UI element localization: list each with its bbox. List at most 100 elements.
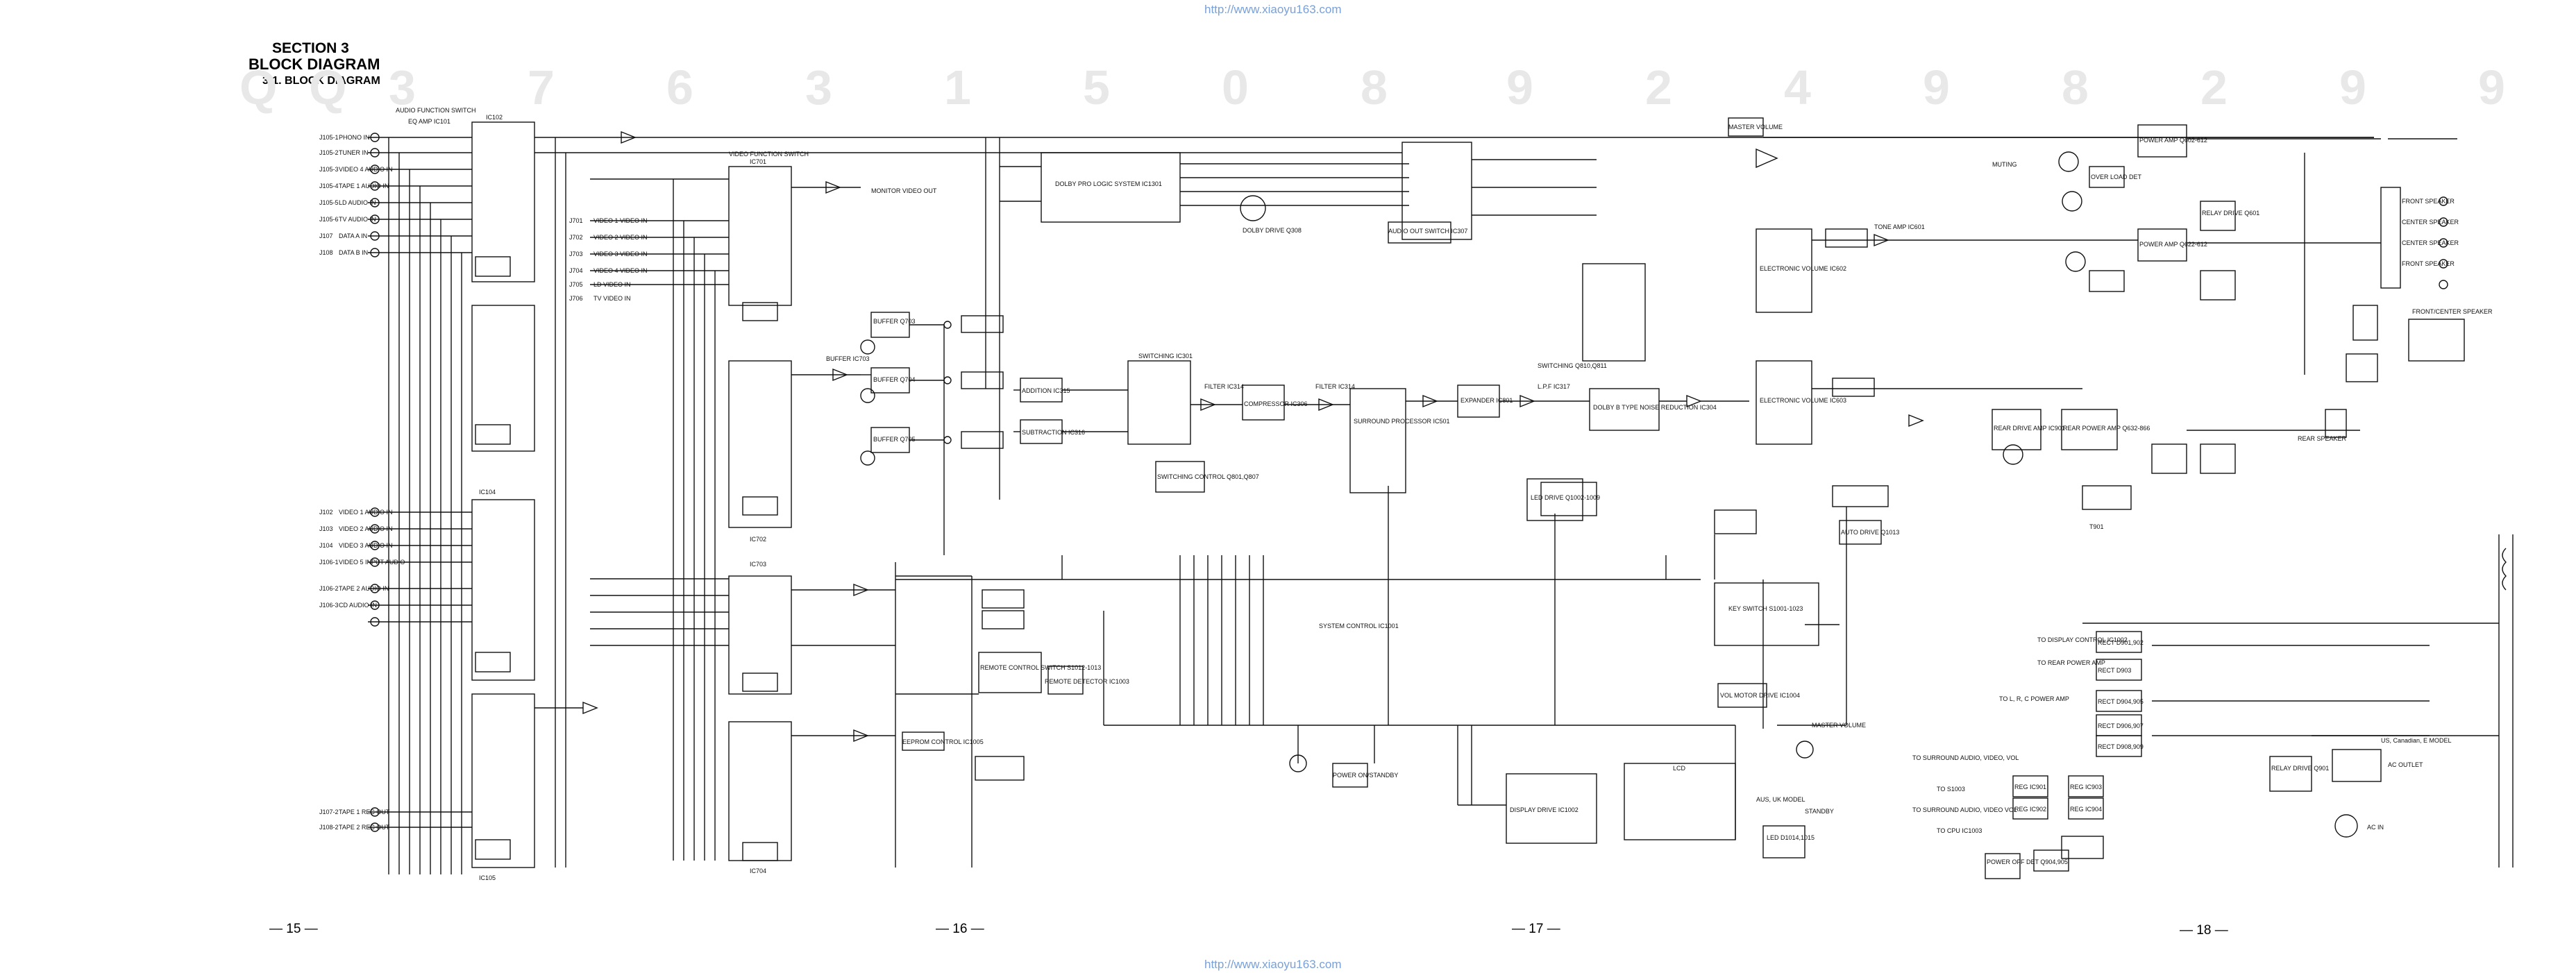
page-subtitle: 3-1. BLOCK DIAGRAM (262, 75, 380, 87)
transformer-label: T901 (2089, 523, 2104, 530)
page-number-18: — 18 — (2180, 923, 2228, 938)
vol-motor-label: VOL MOTOR DRIVE IC1004 (1720, 692, 1800, 699)
power-amp-b-label: POWER AMP Q622-612 (2139, 241, 2207, 248)
ic104-label: IC104 (479, 489, 496, 496)
power-standby-label: POWER ON/STANDBY (1333, 772, 1398, 779)
ic702-label: IC702 (750, 536, 766, 543)
ic701-label: IC701 (750, 158, 766, 165)
speaker-label: FRONT SPEAKER (2402, 260, 2455, 267)
video-jack-label: J705 (569, 281, 583, 288)
input-jacks (370, 133, 380, 832)
control-blocks (902, 582, 1819, 858)
lpf-label: L.P.F IC317 (1538, 383, 1570, 390)
watermark-digit: 2 (2200, 60, 2228, 115)
muting-label: MUTING (1992, 161, 2017, 168)
input-label: J105-6 (319, 216, 339, 223)
video-tag: LD VIDEO IN (594, 281, 631, 288)
dolby-drive-label: DOLBY DRIVE Q308 (1243, 227, 1302, 234)
electronic-volume-a-label: ELECTRONIC VOLUME IC602 (1760, 265, 1846, 272)
video-switch-label: VIDEO FUNCTION SWITCH (729, 151, 809, 158)
watermark-digit: 5 (1083, 60, 1110, 115)
buffer-label: BUFFER IC703 (826, 355, 870, 362)
power-note: TO SURROUND AUDIO, VIDEO VOL (1912, 806, 2017, 813)
page-number-16: — 16 — (936, 922, 984, 936)
watermark-digit: 3 (389, 60, 416, 115)
input-label: J105-2 (319, 149, 339, 156)
lower-input-tag: VIDEO 2 AUDIO IN (339, 525, 393, 532)
power-note: TO S1003 (1937, 786, 1965, 793)
input-label: J105-4 (319, 183, 339, 189)
master-volume-label: MASTER VOLUME (1728, 124, 1783, 130)
lower-input-label: J103 (319, 525, 333, 532)
input-label: J105-1 (319, 134, 339, 141)
watermark-digit: 1 (944, 60, 971, 115)
speaker-label: FRONT/CENTER SPEAKER (2412, 308, 2493, 315)
ic703-label: IC703 (750, 561, 766, 568)
header-url-bottom[interactable]: http://www.xiaoyu163.com (1204, 958, 1342, 971)
dolby-nr-label: DOLBY B TYPE NOISE REDUCTION IC304 (1593, 404, 1717, 411)
led-label: LED D1014,1015 (1767, 834, 1815, 841)
video-tag: VIDEO 3 VIDEO IN (594, 251, 648, 257)
lower-input-tag: TAPE 1 REC OUT (339, 809, 390, 815)
eeprom-label: EEPROM CONTROL IC1005 (902, 738, 984, 745)
electronic-volume-b-label: ELECTRONIC VOLUME IC603 (1760, 397, 1846, 404)
video-jack-label: J706 (569, 295, 583, 302)
rect-label: RECT D901,902 (2098, 639, 2144, 646)
watermark-digit: 3 (805, 60, 832, 115)
lower-input-tag: VIDEO 1 AUDIO IN (339, 509, 393, 516)
audio-out-switch (1388, 142, 1597, 244)
overload-label: OVER LOAD DET (2091, 174, 2142, 180)
input-label: J107 (319, 232, 333, 239)
rect-label: RECT D908,909 (2098, 743, 2144, 750)
input-tag: DATA A IN (339, 232, 367, 239)
switching-label: SWITCHING IC301 (1138, 353, 1193, 359)
power-note: TO DISPLAY CONTROL IC1002 (2037, 636, 2128, 643)
lower-input-label: J108-2 (319, 824, 339, 831)
input-label: J105-3 (319, 166, 339, 173)
input-tag: VIDEO 4 AUDIO IN (339, 166, 393, 173)
lcd-label: LCD (1673, 765, 1686, 772)
reg-label: REG IC901 (2014, 784, 2046, 790)
power-amp-a-label: POWER AMP Q602-612 (2139, 137, 2207, 144)
page-number-15: — 15 — (269, 922, 318, 936)
input-tag: TAPE 1 AUDIO IN (339, 183, 389, 189)
input-label: J105-5 (319, 199, 339, 206)
lower-input-tag: TAPE 2 REC OUT (339, 824, 390, 831)
video-tag: VIDEO 4 VIDEO IN (594, 267, 648, 274)
input-tag: DATA B IN (339, 249, 368, 256)
audio-function-switch-label: AUDIO FUNCTION SWITCH (396, 107, 476, 114)
reg-label: REG IC903 (2070, 784, 2102, 790)
power-note: TO SURROUND AUDIO, VIDEO, VOL (1912, 754, 2019, 761)
watermark-digit: 8 (2062, 60, 2089, 115)
lower-input-tag: VIDEO 5 INPUT AUDIO (339, 559, 405, 566)
remote-detector-label: REMOTE DETECTOR IC1003 (1045, 678, 1129, 685)
display-drive-label: DISPLAY DRIVE IC1002 (1510, 806, 1579, 813)
reg-label: REG IC902 (2014, 806, 2046, 813)
system-control-label: SYSTEM CONTROL IC1001 (1319, 623, 1399, 629)
tone-amp-label: TONE AMP IC601 (1874, 223, 1925, 230)
video-tag: VIDEO 2 VIDEO IN (594, 234, 648, 241)
input-tag: TV AUDIO IN (339, 216, 376, 223)
watermark-digit: 9 (1506, 60, 1533, 115)
ic105-label: IC105 (479, 874, 496, 881)
lower-input-tag: CD AUDIO IN (339, 602, 377, 609)
auto-drive-label: AUTO DRIVE Q1013 (1841, 529, 1899, 536)
filter1-label: FILTER IC314 (1204, 383, 1244, 390)
header-url-top[interactable]: http://www.xiaoyu163.com (1204, 3, 1342, 16)
reg-label: REG IC904 (2070, 806, 2102, 813)
video-jack-label: J704 (569, 267, 583, 274)
buffer-stages (860, 312, 1004, 466)
standby-label: STANDBY (1805, 808, 1834, 815)
led-surround (1526, 478, 1889, 534)
dolby-pro-logic-label: DOLBY PRO LOGIC SYSTEM IC1301 (1055, 180, 1162, 187)
power-note: TO REAR POWER AMP (2037, 659, 2105, 666)
input-tag: LD AUDIO IN (339, 199, 376, 206)
rear-drive-label: REAR DRIVE AMP IC901 (1994, 425, 2065, 432)
expander-label: EXPANDER IC801 (1460, 397, 1513, 404)
led-drive-label: LED DRIVE Q1002-1009 (1531, 494, 1600, 501)
buffer-label: BUFFER Q704 (873, 376, 916, 383)
lower-input-label: J106-3 (319, 602, 339, 609)
ac-outlet-label: AC OUTLET (2388, 761, 2423, 768)
watermark-digit: Q (239, 60, 277, 115)
